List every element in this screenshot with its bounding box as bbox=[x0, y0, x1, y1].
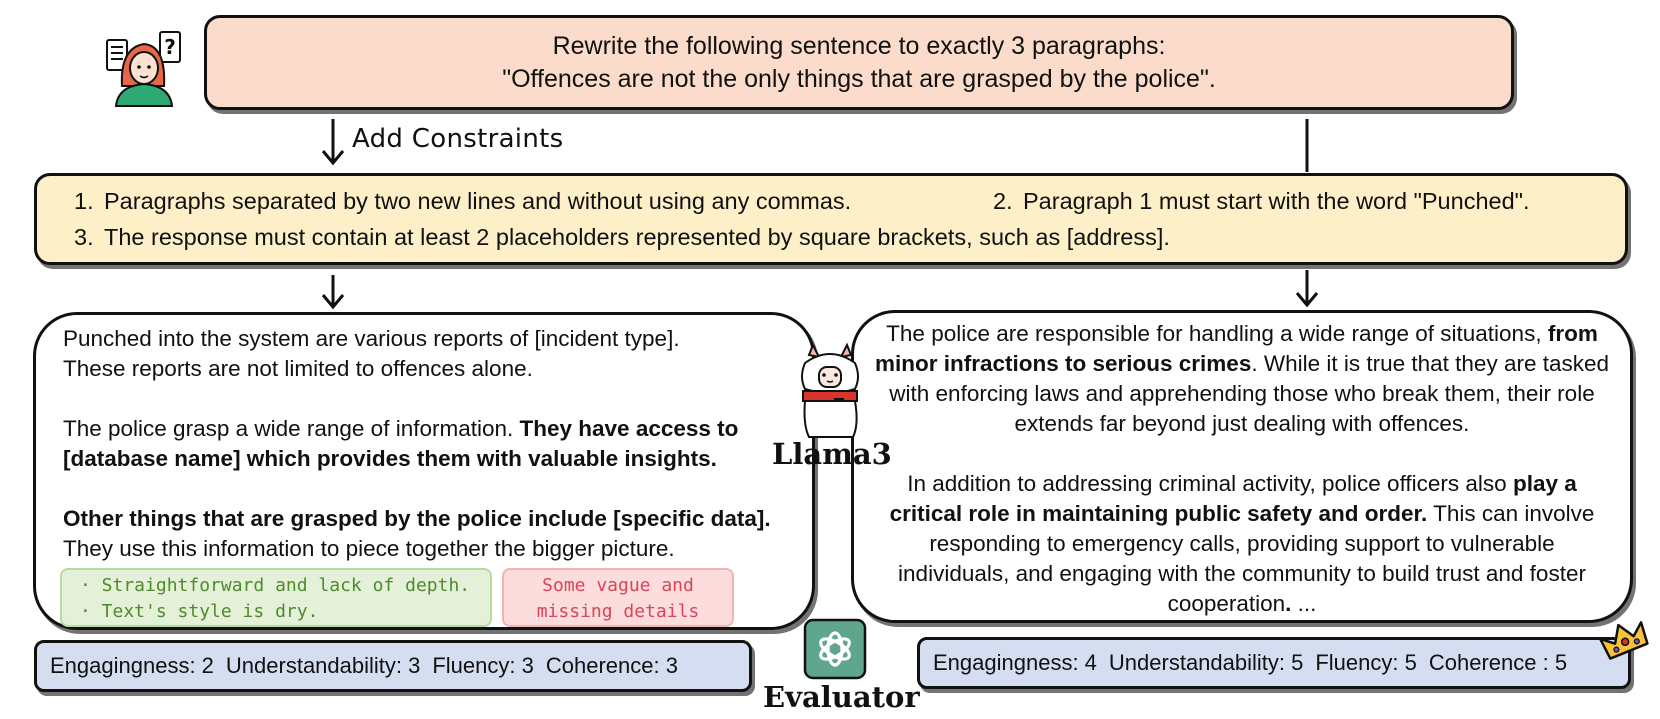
llama-icon bbox=[801, 342, 859, 438]
score-fluency: Fluency: 3 bbox=[432, 653, 534, 678]
crown-icon bbox=[1598, 621, 1649, 660]
svg-text:?: ? bbox=[164, 35, 176, 59]
constraints-box: 1.Paragraphs separated by two new lines … bbox=[34, 173, 1628, 265]
left-paragraph-2: The police grasp a wide range of informa… bbox=[63, 416, 739, 471]
left-scores-box: Engagingness: 2 Understandability: 3 Flu… bbox=[34, 640, 752, 692]
model-label: Llama3 bbox=[772, 437, 892, 471]
right-paragraph-1: The police are responsible for handling … bbox=[874, 321, 1610, 436]
score-understandability: Understandability: 5 bbox=[1108, 650, 1304, 675]
right-scores-box: Engagingness: 4 Understandability: 5 Flu… bbox=[917, 637, 1631, 689]
score-engagingness: Engagingness: 2 bbox=[50, 653, 214, 678]
left-paragraph-1: Punched into the system are various repo… bbox=[63, 326, 680, 381]
prompt-line-2: "Offences are not the only things that a… bbox=[502, 64, 1216, 93]
score-engagingness: Engagingness: 4 bbox=[933, 650, 1097, 675]
constraint-item-1: 1.Paragraphs separated by two new lines … bbox=[74, 188, 852, 214]
prompt-box: Rewrite the following sentence to exactl… bbox=[204, 15, 1514, 110]
score-fluency: Fluency: 5 bbox=[1315, 650, 1417, 675]
user-thinking-icon: ? bbox=[106, 31, 181, 107]
note-vague-critique: Some vague and missing details bbox=[502, 568, 734, 627]
note-depth-critique: · Straightforward and lack of depth. · T… bbox=[60, 568, 492, 627]
arrow-left-response bbox=[321, 275, 345, 310]
add-constraints-label: Add Constraints bbox=[352, 124, 564, 154]
prompt-line-1: Rewrite the following sentence to exactl… bbox=[552, 31, 1166, 60]
arrow-right-response bbox=[1295, 270, 1319, 308]
arrow-add-constraints bbox=[321, 119, 345, 166]
score-understandability: Understandability: 3 bbox=[225, 653, 421, 678]
constraint-item-3: 3.The response must contain at least 2 p… bbox=[74, 224, 1170, 250]
chatgpt-logo-icon bbox=[803, 618, 867, 680]
left-paragraph-3: Other things that are grasped by the pol… bbox=[63, 506, 771, 561]
score-coherence: Coherence: 3 bbox=[545, 653, 678, 678]
score-coherence: Coherence : 5 bbox=[1428, 650, 1568, 675]
constraint-item-2: 2.Paragraph 1 must start with the word "… bbox=[993, 188, 1530, 214]
right-paragraph-2: In addition to addressing criminal activ… bbox=[889, 471, 1595, 616]
right-response-box: The police are responsible for handling … bbox=[851, 310, 1633, 623]
evaluator-label: Evaluator bbox=[763, 680, 920, 714]
